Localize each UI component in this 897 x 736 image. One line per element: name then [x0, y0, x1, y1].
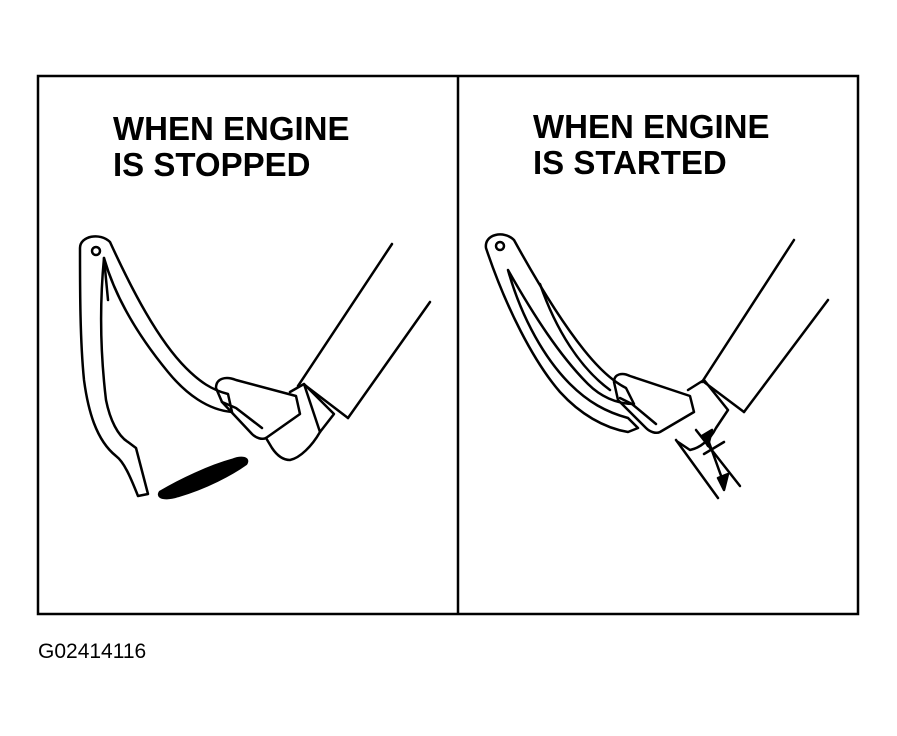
pedal-pad-rim-stopped: [220, 400, 264, 430]
push-rod-cap: [702, 440, 726, 456]
diagram-frame: [36, 74, 860, 616]
pedal-pad-stopped: [214, 376, 302, 441]
panel-title-stopped: WHEN ENGINE IS STOPPED: [113, 111, 350, 183]
pedal-arm-inner-line: [538, 282, 612, 392]
leg-line-back-stopped: [346, 300, 432, 420]
shoe-stopped: [264, 382, 336, 462]
leg-line-front-stopped: [296, 242, 394, 388]
leg-cuff-stopped: [304, 384, 350, 420]
title-line: WHEN ENGINE: [533, 108, 770, 145]
arrow-head-down: [716, 472, 730, 492]
title-line: IS STOPPED: [113, 146, 311, 183]
pivot-hole-started: [494, 240, 506, 252]
leg-cuff-started: [702, 380, 746, 414]
pedal-arm-stopped: [78, 235, 234, 498]
pedal-pad-started: [612, 372, 696, 435]
floor-mat-stopped: [157, 456, 249, 500]
title-line: IS STARTED: [533, 144, 727, 181]
pedal-arm-started: [484, 233, 640, 434]
title-line: WHEN ENGINE: [113, 110, 350, 147]
shoe-heel-line: [302, 382, 322, 434]
pedal-stopped-illustration: [78, 235, 432, 500]
leg-line-front-started: [700, 238, 796, 384]
push-rod-line-1: [674, 438, 720, 500]
pedal-arm-edge: [102, 256, 110, 302]
leg-line-back-started: [742, 298, 830, 414]
pedal-started-illustration: [484, 233, 830, 500]
pivot-hole-stopped: [90, 245, 102, 257]
pedal-pad-rim-started: [618, 396, 658, 426]
panel-title-started: WHEN ENGINE IS STARTED: [533, 109, 770, 181]
arrow-head-up: [700, 428, 714, 448]
figure-id: G02414116: [38, 640, 147, 663]
